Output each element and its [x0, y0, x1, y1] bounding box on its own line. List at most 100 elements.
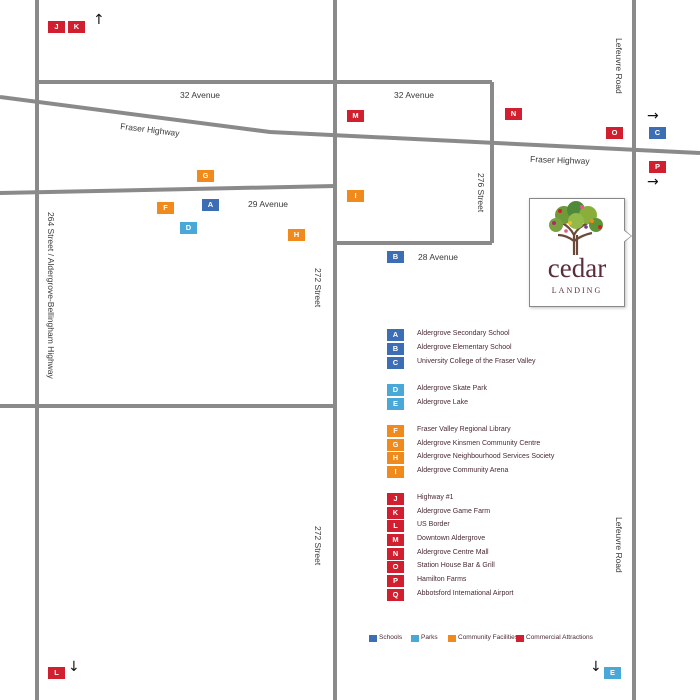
- legend-item: M Downtown Aldergrove: [387, 534, 627, 546]
- label-29-avenue: 29 Avenue: [248, 199, 288, 209]
- marker-k[interactable]: K: [68, 21, 85, 33]
- key-label: Commercial Attractions: [526, 634, 593, 641]
- key-swatch: [448, 635, 456, 642]
- legend-label: Aldergrove Community Arena: [417, 467, 509, 474]
- marker-f[interactable]: F: [157, 202, 174, 214]
- legend-label: Aldergrove Elementary School: [417, 344, 512, 351]
- legend-label: University College of the Fraser Valley: [417, 358, 536, 365]
- legend-item: D Aldergrove Skate Park: [387, 384, 627, 396]
- legend-item: N Aldergrove Centre Mall: [387, 548, 627, 560]
- marker-c[interactable]: C: [649, 127, 666, 139]
- legend-marker: M: [387, 534, 404, 546]
- callout-pointer-inner: [622, 229, 631, 243]
- arrow-right-icon: →: [647, 108, 659, 124]
- arrow-down-icon: ↓: [590, 659, 602, 675]
- marker-p[interactable]: P: [649, 161, 666, 173]
- legend-item: F Fraser Valley Regional Library: [387, 425, 627, 437]
- legend-label: Aldergrove Secondary School: [417, 330, 510, 337]
- label-276-street: 276 Street: [476, 173, 486, 213]
- legend-item: O Station House Bar & Grill: [387, 561, 627, 573]
- tree-icon: [549, 201, 603, 255]
- marker-m[interactable]: M: [347, 110, 364, 122]
- legend-item: K Aldergrove Game Farm: [387, 507, 627, 519]
- label-32-avenue-left: 32 Avenue: [180, 90, 220, 100]
- marker-i[interactable]: I: [347, 190, 364, 202]
- label-lefeuvre-top: Lefeuvre Road: [614, 38, 624, 94]
- key-swatch: [516, 635, 524, 642]
- label-272-street-upper: 272 Street: [313, 268, 323, 308]
- legend-label: Aldergrove Game Farm: [417, 508, 491, 515]
- label-32-avenue-right: 32 Avenue: [394, 90, 434, 100]
- marker-h[interactable]: H: [288, 229, 305, 241]
- legend-label: Highway #1: [417, 494, 454, 501]
- label-fraser-highway-left: Fraser Highway: [120, 121, 181, 138]
- cedar-landing-callout[interactable]: cedar LANDING: [529, 198, 625, 307]
- marker-b[interactable]: B: [387, 251, 404, 263]
- legend-marker: A: [387, 329, 404, 341]
- legend-label: Aldergrove Kinsmen Community Centre: [417, 440, 541, 447]
- legend-item: J Highway #1: [387, 493, 627, 505]
- key-swatch: [411, 635, 419, 642]
- label-fraser-highway-right: Fraser Highway: [530, 154, 591, 166]
- logo-wordmark: cedar: [547, 253, 607, 283]
- legend-marker: H: [387, 452, 404, 464]
- marker-l[interactable]: L: [48, 667, 65, 679]
- logo-subtitle: LANDING: [551, 286, 603, 295]
- legend-marker: C: [387, 357, 404, 369]
- legend-marker: D: [387, 384, 404, 396]
- legend-label: Aldergrove Skate Park: [417, 385, 488, 392]
- legend-label: Fraser Valley Regional Library: [417, 426, 511, 433]
- legend-item: G Aldergrove Kinsmen Community Centre: [387, 439, 627, 451]
- legend-marker: Q: [387, 589, 404, 601]
- legend-label: Abbotsford International Airport: [417, 590, 514, 597]
- legend-marker: P: [387, 575, 404, 587]
- legend-item: H Aldergrove Neighbourhood Services Soci…: [387, 452, 627, 464]
- legend-item: A Aldergrove Secondary School: [387, 329, 627, 341]
- label-272-street-lower: 272 Street: [313, 526, 323, 566]
- key-label: Parks: [421, 634, 438, 641]
- legend-marker: I: [387, 466, 404, 478]
- legend-item: L US Border: [387, 520, 627, 532]
- marker-j[interactable]: J: [48, 21, 65, 33]
- marker-n[interactable]: N: [505, 108, 522, 120]
- key-label: Community Facilities: [458, 634, 518, 641]
- legend-label: US Border: [417, 521, 450, 528]
- legend-marker: F: [387, 425, 404, 437]
- legend-label: Aldergrove Neighbourhood Services Societ…: [417, 453, 555, 460]
- legend-label: Station House Bar & Grill: [417, 562, 495, 569]
- legend-label: Aldergrove Centre Mall: [417, 549, 489, 556]
- marker-e[interactable]: E: [604, 667, 621, 679]
- legend-marker: B: [387, 343, 404, 355]
- road-29-avenue: [0, 184, 336, 195]
- marker-g[interactable]: G: [197, 170, 214, 182]
- legend-marker: N: [387, 548, 404, 560]
- legend-marker: K: [387, 507, 404, 519]
- legend-item: I Aldergrove Community Arena: [387, 466, 627, 478]
- marker-d[interactable]: D: [180, 222, 197, 234]
- legend-item: E Aldergrove Lake: [387, 398, 627, 410]
- road-fraser-highway: [0, 95, 700, 155]
- arrow-up-icon: ↑: [93, 12, 105, 28]
- arrow-down-icon: ↓: [68, 659, 80, 675]
- label-264-street: 264 Street / Aldergrove-Bellingham Highw…: [46, 212, 56, 380]
- legend-item: C University College of the Fraser Valle…: [387, 357, 627, 369]
- legend-marker: L: [387, 520, 404, 532]
- marker-o[interactable]: O: [606, 127, 623, 139]
- category-key: Schools Parks Community Facilities Comme…: [369, 634, 629, 644]
- legend-label: Downtown Aldergrove: [417, 535, 486, 542]
- legend-marker: J: [387, 493, 404, 505]
- legend-item: P Hamilton Farms: [387, 575, 627, 587]
- label-lefeuvre-bottom: Lefeuvre Road: [614, 517, 624, 573]
- arrow-right-icon: →: [647, 174, 659, 190]
- marker-a[interactable]: A: [202, 199, 219, 211]
- key-label: Schools: [379, 634, 403, 641]
- legend-marker: E: [387, 398, 404, 410]
- legend-item: Q Abbotsford International Airport: [387, 589, 627, 601]
- key-swatch: [369, 635, 377, 642]
- legend-marker: G: [387, 439, 404, 451]
- legend-marker: O: [387, 561, 404, 573]
- legend-label: Aldergrove Lake: [417, 399, 468, 406]
- label-28-avenue: 28 Avenue: [418, 252, 458, 262]
- legend-label: Hamilton Farms: [417, 576, 467, 583]
